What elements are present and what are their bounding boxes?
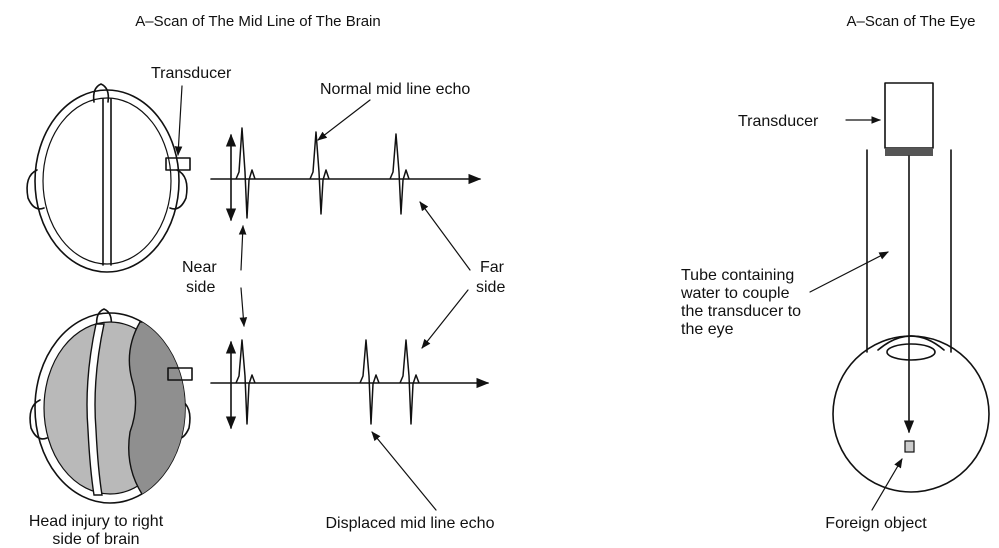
near-side-label-line2: side xyxy=(186,279,215,296)
near-side-label-line1: Near xyxy=(182,259,217,276)
tube-label-line2: water to couple xyxy=(680,285,790,302)
cornea xyxy=(877,335,945,351)
nose-outline xyxy=(95,308,113,328)
displaced-a-scan-trace xyxy=(210,339,490,430)
pointer-arrow-icon xyxy=(809,251,889,293)
far-side-label-line2: side xyxy=(476,279,505,296)
injured-head xyxy=(29,308,193,504)
pointer-arrow-icon xyxy=(421,289,469,349)
far-side-echo-bottom xyxy=(399,339,420,425)
pointer-arrow-icon xyxy=(371,431,437,511)
normal-midline xyxy=(102,98,112,266)
near-side-echo-top xyxy=(235,127,256,219)
eye-a-scan-panel: A–Scan of The Eye Transducer Tube contai… xyxy=(680,13,990,532)
near-side-echo-bottom xyxy=(235,339,256,425)
normal-midline-echo xyxy=(309,131,330,215)
pointer-arrow-icon xyxy=(174,85,183,156)
injury-label-line1: Head injury to right xyxy=(29,513,164,530)
normal-head xyxy=(26,83,191,273)
eye-transducer xyxy=(884,82,934,156)
normal-echo-label: Normal mid line echo xyxy=(320,81,470,98)
normal-a-scan-trace xyxy=(210,127,482,222)
foreign-object-label: Foreign object xyxy=(825,515,927,532)
brain-panel-title: A–Scan of The Mid Line of The Brain xyxy=(135,13,380,30)
normal-brain-outline xyxy=(42,97,172,265)
brain-a-scan-panel: A–Scan of The Mid Line of The Brain xyxy=(26,13,505,548)
brain-transducer-top xyxy=(165,157,191,171)
ear-left xyxy=(29,399,48,440)
transducer-face xyxy=(885,148,933,156)
foreign-object xyxy=(904,440,915,453)
transducer-body xyxy=(884,82,934,149)
eye-transducer-label: Transducer xyxy=(738,113,819,130)
nose-outline xyxy=(92,83,110,103)
brain-transducer-bottom xyxy=(167,367,193,381)
displaced-midline-echo xyxy=(359,339,380,425)
pointer-arrow-icon xyxy=(419,201,471,271)
tube-label-line1: Tube containing xyxy=(681,267,794,284)
injury-label-line2: side of brain xyxy=(52,531,139,548)
normal-skull xyxy=(34,89,180,273)
eye-panel-title: A–Scan of The Eye xyxy=(847,13,976,30)
tube-label-line3: the transducer to xyxy=(681,303,801,320)
pointer-arrow-icon xyxy=(871,458,903,511)
lens xyxy=(886,343,936,361)
far-side-echo-top xyxy=(389,133,410,215)
brain-transducer-label: Transducer xyxy=(151,65,232,82)
displaced-midline xyxy=(86,323,105,496)
haematoma xyxy=(128,321,185,501)
displaced-echo-label: Displaced mid line echo xyxy=(326,515,495,532)
pointer-arrow-icon xyxy=(239,287,248,327)
pointer-arrow-icon xyxy=(238,225,247,271)
tube-label-line4: the eye xyxy=(681,321,734,338)
pointer-arrow-icon xyxy=(317,99,371,141)
far-side-label-line1: Far xyxy=(480,259,505,276)
eyeball xyxy=(832,335,990,493)
